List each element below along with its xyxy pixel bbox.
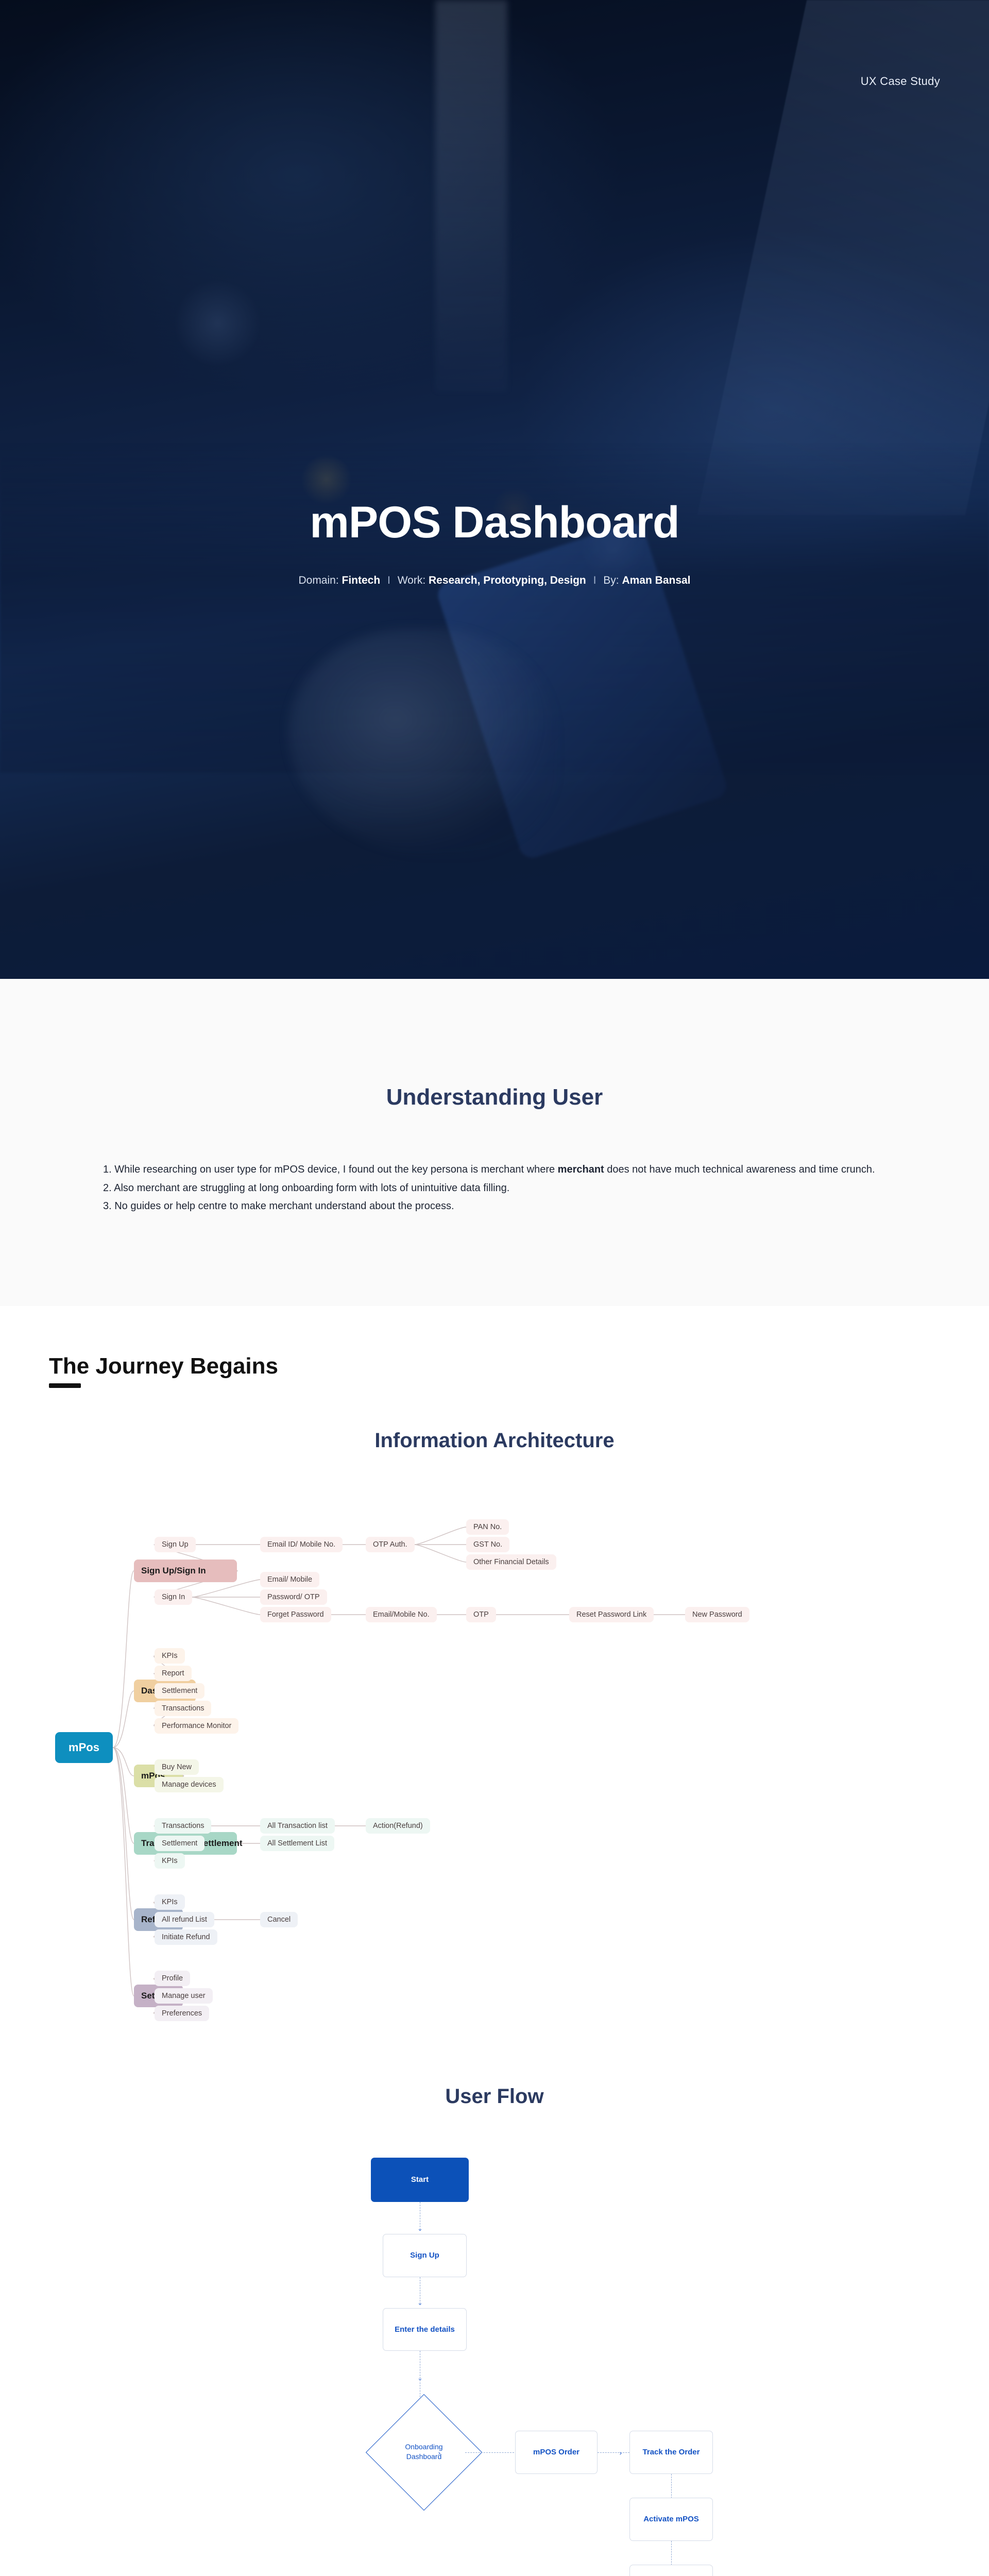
work-value: Research, Prototyping, Design	[429, 574, 586, 586]
flow-connector-7	[671, 2540, 672, 2568]
flow-arrow-3: ⌄	[417, 2374, 423, 2382]
ia-branch-node: Sign Up/Sign In	[134, 1559, 237, 1582]
ia-node: Email/Mobile No.	[366, 1606, 437, 1622]
ia-node: Manage user	[155, 1988, 213, 2004]
ia-node: Forget Password	[260, 1606, 331, 1622]
ia-node: Report	[155, 1665, 192, 1681]
flow-node-enter-details: Enter the details	[383, 2308, 467, 2351]
user-flow-title: User Flow	[445, 2084, 544, 2108]
work-label: Work:	[397, 574, 426, 586]
hero-glass-shape	[697, 0, 989, 515]
ia-node: Initiate Refund	[155, 1929, 217, 1945]
by-value: Aman Bansal	[622, 574, 691, 586]
by-label: By:	[603, 574, 619, 586]
flow-arrow-5: ⌄	[615, 2450, 623, 2456]
flow-node-activate-mpos: Activate mPOS	[629, 2497, 713, 2541]
ia-node: Sign In	[155, 1589, 193, 1605]
domain-label: Domain:	[298, 574, 339, 586]
meta-separator-2: I	[593, 574, 596, 586]
page-title: mPOS Dashboard	[310, 498, 679, 547]
flow-connector-6	[671, 2473, 672, 2501]
ia-node: Transactions	[155, 1818, 212, 1834]
flow-node-start: Start	[371, 2157, 469, 2202]
understanding-point: 2. Also merchant are struggling at long …	[103, 1182, 510, 1194]
ia-node: Action(Refund)	[366, 1818, 430, 1834]
ia-node: Profile	[155, 1970, 191, 1986]
ia-node: All refund List	[155, 1911, 214, 1927]
flow-arrow-2: ⌄	[417, 2298, 423, 2307]
journey-title: The Journey Begains	[49, 1353, 279, 1379]
ia-node: KPIs	[155, 1894, 185, 1910]
ia-node: New Password	[685, 1606, 749, 1622]
flow-node-track-order: Track the Order	[629, 2430, 713, 2474]
ia-node: Transactions	[155, 1700, 212, 1716]
flow-connector-4	[465, 2452, 514, 2453]
flow-node-dashboard: Dashboad	[629, 2564, 713, 2576]
understanding-user-section: Understanding User 1. While researching …	[0, 979, 989, 1306]
ia-node: KPIs	[155, 1648, 185, 1664]
flow-node-decision: Onboarding Dashboard	[378, 2442, 470, 2462]
meta-separator-1: I	[387, 574, 390, 586]
ia-node: Cancel	[260, 1911, 298, 1927]
hero-hand-blur	[288, 629, 556, 855]
ia-node: All Transaction list	[260, 1818, 335, 1834]
understanding-point: 3. No guides or help centre to make merc…	[103, 1200, 454, 1212]
ia-node: Settlement	[155, 1835, 205, 1851]
ia-node: GST No.	[466, 1536, 510, 1552]
ia-node: Other Financial Details	[466, 1554, 556, 1570]
flow-decision-line1: Onboarding	[405, 2442, 443, 2451]
journey-section: The Journey Begains Information Architec…	[0, 1306, 989, 2576]
understanding-point-emphasis: merchant	[557, 1164, 604, 1175]
journey-underline	[49, 1383, 81, 1388]
ia-diagram: mPos Sign Up/Sign In Sign Up Email ID/ Mob…	[23, 1498, 966, 2021]
information-architecture-section: Information Architecture mPos Sign Up/Si…	[0, 1388, 989, 2021]
flow-connector-5	[598, 2452, 629, 2453]
understanding-title: Understanding User	[386, 1084, 603, 1110]
wireframe-section: High- Fidelity Wireframe instantpay Sign…	[0, 2565, 989, 2576]
hero-section: UX Case Study mPOS Dashboard Domain: Fin…	[0, 0, 989, 979]
flow-arrow-1: ⌄	[417, 2224, 423, 2232]
ia-node: All Settlement List	[260, 1835, 335, 1851]
domain-value: Fintech	[342, 574, 381, 586]
ia-title: Information Architecture	[374, 1429, 615, 1452]
ia-node: Reset Password Link	[569, 1606, 654, 1622]
ia-node: Buy New	[155, 1759, 199, 1775]
ia-node: OTP	[466, 1606, 496, 1622]
ia-node: Sign Up	[155, 1536, 196, 1552]
flow-node-signup: Sign Up	[383, 2233, 467, 2277]
ia-node: Email ID/ Mobile No.	[260, 1536, 343, 1552]
ia-node: Settlement	[155, 1683, 205, 1699]
ia-node: KPIs	[155, 1853, 185, 1869]
ia-node: Performance Monitor	[155, 1718, 239, 1734]
understanding-point: 1. While researching on user type for mP…	[103, 1164, 875, 1175]
journey-heading: The Journey Begains	[49, 1353, 278, 1388]
ia-root-node: mPos	[55, 1732, 113, 1763]
ia-node: OTP Auth.	[366, 1536, 415, 1552]
hero-meta: Domain: Fintech I Work: Research, Protot…	[0, 574, 989, 587]
user-flow-diagram: Start ⌄ Sign Up ⌄ Enter the details ⌄ On…	[237, 2157, 752, 2576]
flow-decision-line2: Dashboard	[406, 2452, 442, 2461]
ia-node: PAN No.	[466, 1519, 509, 1535]
understanding-points-list: 1. While researching on user type for mP…	[57, 1161, 932, 1216]
flow-arrow-4: ⌄	[434, 2450, 442, 2456]
ia-node: Password/ OTP	[260, 1589, 327, 1605]
ia-node: Preferences	[155, 2005, 210, 2021]
ux-case-study-tag: UX Case Study	[860, 75, 940, 88]
hero-lower-band	[0, 443, 989, 773]
ia-node: Email/ Mobile	[260, 1571, 320, 1587]
ia-node: Manage devices	[155, 1776, 224, 1792]
user-flow-section: User Flow Start ⌄ Sign Up ⌄ Enter the de…	[0, 2018, 989, 2576]
hero-streak-shape	[435, 0, 507, 392]
flow-node-mpos-order: mPOS Order	[515, 2430, 598, 2474]
